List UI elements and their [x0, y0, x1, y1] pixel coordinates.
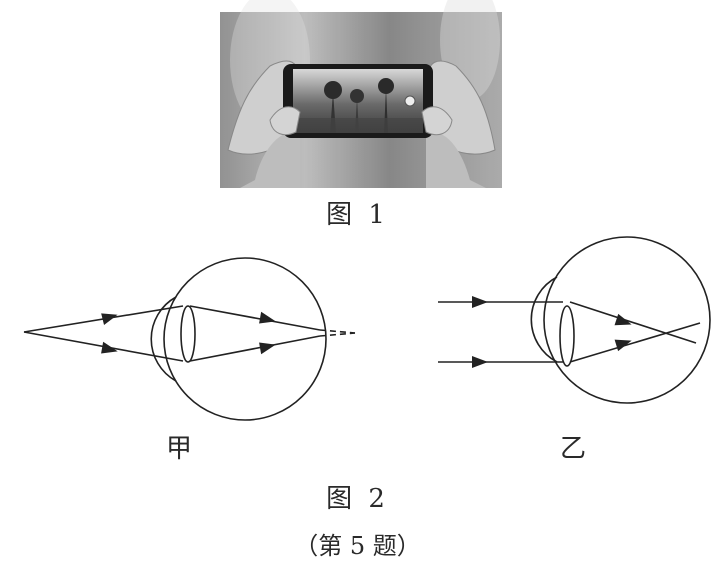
arrows-a — [101, 311, 276, 355]
arrowhead — [614, 339, 632, 352]
arrowhead — [259, 342, 276, 355]
ray-a-upper-dashed — [319, 329, 356, 334]
eye-diagram-b — [438, 236, 711, 404]
ray-a-lower-out — [189, 335, 321, 362]
arrowhead — [614, 313, 632, 326]
arrowhead — [101, 313, 118, 326]
ray-a-upper-out — [189, 305, 321, 331]
figure2-caption: 图 2 — [326, 484, 389, 514]
arrowhead — [472, 356, 488, 368]
arrows-b — [472, 296, 632, 368]
eye-diagram-a — [23, 257, 356, 421]
eyeball-a — [163, 257, 327, 421]
eye-label-yi: 乙 — [560, 434, 587, 464]
cornea-a — [150, 296, 177, 382]
cornea-b — [530, 276, 558, 363]
eyeball-b — [543, 236, 711, 404]
phone-photo — [220, 0, 502, 188]
ray-a-lower-dashed — [319, 332, 356, 337]
eye-label-jia: 甲 — [166, 434, 193, 464]
arrowhead — [472, 296, 488, 308]
lens-a — [180, 305, 196, 363]
arrowhead — [101, 341, 118, 354]
ray-b-lower-out — [569, 322, 701, 363]
arrowhead — [259, 311, 276, 324]
figure1-caption: 图 1 — [326, 200, 389, 230]
lens-b — [559, 305, 575, 367]
ray-b-upper-out — [569, 301, 697, 344]
question-caption: （第 5 题） — [294, 532, 421, 560]
